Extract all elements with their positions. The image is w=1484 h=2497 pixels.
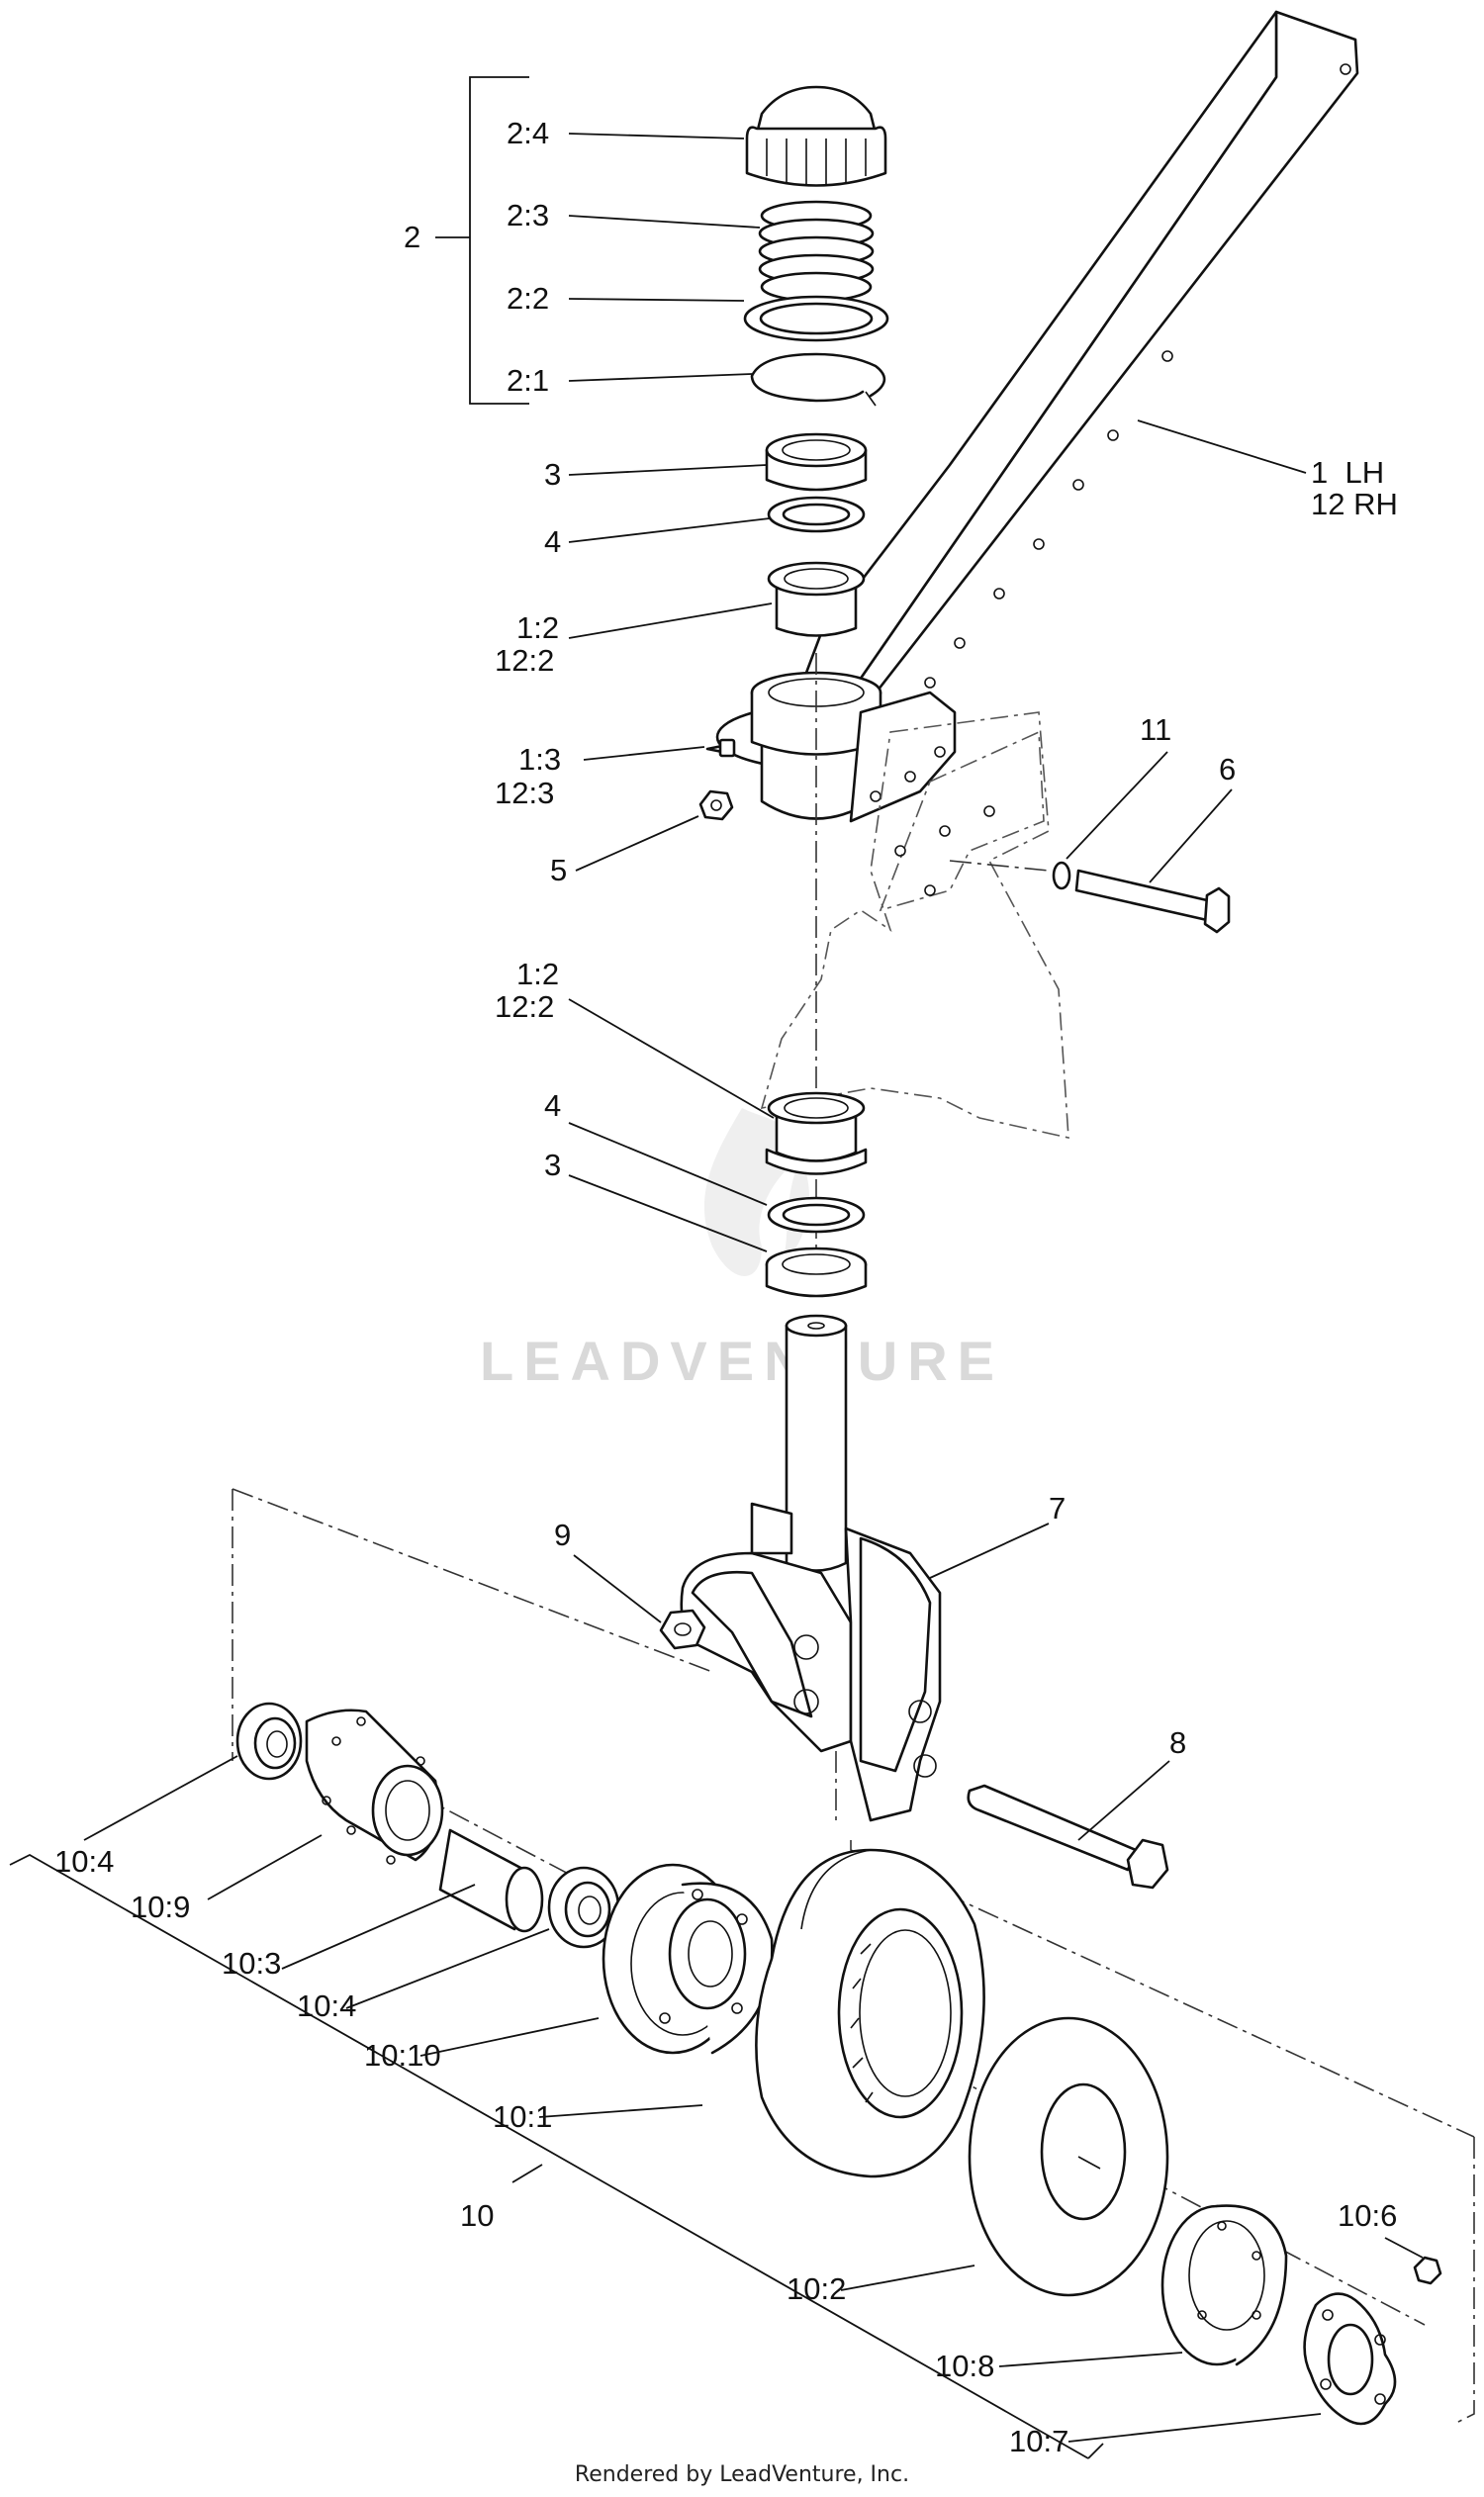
bracket-2: [435, 76, 529, 405]
callout-labels: 2:4 2:3 2:2 2:1 2 3 4 1:2 12:2 1:3 12:3 …: [54, 116, 1398, 2458]
callout-10-4-a: 10:4: [54, 1844, 114, 1879]
callout-1-3: 1:3: [518, 742, 561, 777]
callout-10-10: 10:10: [364, 2038, 441, 2073]
callout-2-3: 2:3: [507, 198, 549, 232]
axle-bolt: [967, 1784, 1169, 1890]
callout-10-2: 10:2: [787, 2271, 846, 2306]
callout-7: 7: [1049, 1491, 1066, 1526]
callout-2: 2: [404, 220, 420, 254]
spring-cap-assembly: [743, 85, 889, 637]
callout-8: 8: [1169, 1725, 1186, 1760]
callout-10-8: 10:8: [935, 2349, 994, 2383]
lower-bushing-stack: [765, 1091, 868, 1298]
callout-1-2-top: 1:2: [516, 610, 559, 645]
axle-nut: [659, 1609, 706, 1650]
callout-12-3: 12:3: [495, 776, 554, 810]
render-credit: Rendered by LeadVenture, Inc.: [575, 2462, 909, 2487]
callout-3-top: 3: [544, 457, 561, 492]
caster-fork: [680, 1314, 942, 1822]
leader-lines: [83, 133, 1424, 2443]
callout-10-9: 10:9: [131, 1890, 190, 1924]
callout-5: 5: [550, 853, 567, 887]
callout-10-1: 10:1: [493, 2099, 552, 2134]
callout-12-rh: 12 RH: [1311, 487, 1398, 521]
caster-arm: [698, 10, 1359, 823]
wheel-assembly: [235, 1702, 1442, 2426]
callout-10-7: 10:7: [1009, 2424, 1068, 2458]
callout-2-2: 2:2: [507, 281, 549, 316]
callout-12-2-top: 12:2: [495, 643, 554, 678]
callout-1-lh: 1 LH: [1311, 455, 1384, 490]
callout-10-6: 10:6: [1338, 2198, 1397, 2233]
callout-9: 9: [554, 1518, 571, 1552]
callout-10-3: 10:3: [222, 1946, 281, 1981]
callout-12-2-mid: 12:2: [495, 989, 554, 1024]
callout-6: 6: [1219, 752, 1236, 786]
watermark-text: LEADVENTURE: [480, 1330, 1004, 1392]
callout-10: 10: [460, 2198, 494, 2233]
callout-10-4-b: 10:4: [297, 1988, 356, 2023]
callout-4-top: 4: [544, 524, 561, 559]
bolt-and-washer: [949, 860, 1231, 934]
bracket-10: [9, 1853, 1104, 2459]
callout-4-mid: 4: [544, 1088, 561, 1123]
callout-11: 11: [1140, 712, 1171, 747]
callout-3-mid: 3: [544, 1148, 561, 1182]
phantom-deck-bracket: [760, 711, 1069, 1140]
callout-2-1: 2:1: [507, 363, 549, 398]
callout-2-4: 2:4: [507, 116, 549, 150]
callout-1-2-mid: 1:2: [516, 957, 559, 991]
